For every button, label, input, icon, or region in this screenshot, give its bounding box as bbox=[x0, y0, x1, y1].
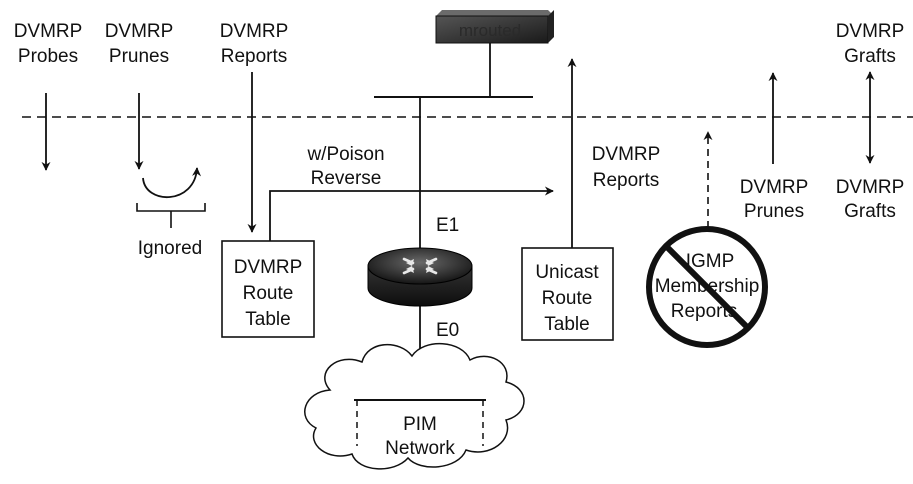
svg-text:Table: Table bbox=[544, 314, 589, 335]
unicast-route-table-label: Unicast Route Table bbox=[535, 262, 599, 335]
dvmrp-grafts-out-label: DVMRP Grafts bbox=[836, 177, 905, 222]
dvmrp-prunes-out-label: DVMRP Prunes bbox=[740, 177, 809, 222]
svg-text:Route: Route bbox=[542, 288, 593, 309]
mrouted-host: mrouted bbox=[435, 10, 554, 44]
dvmrp-reports-out-label: DVMRP Reports bbox=[592, 144, 661, 191]
dvmrp-route-table-box bbox=[221, 240, 315, 338]
router-icon bbox=[367, 247, 473, 307]
svg-text:DVMRP: DVMRP bbox=[105, 21, 174, 42]
svg-text:Reports: Reports bbox=[221, 46, 288, 67]
dvmrp-probes-label: DVMRP Probes bbox=[14, 21, 83, 67]
dvmrp-reports-in-label: DVMRP Reports bbox=[220, 21, 289, 67]
svg-text:PIM: PIM bbox=[403, 414, 437, 435]
svg-text:IGMP: IGMP bbox=[686, 251, 735, 272]
ignored-label: Ignored bbox=[138, 238, 202, 259]
svg-text:Reports: Reports bbox=[671, 301, 738, 322]
poison-reverse-label: w/Poison Reverse bbox=[306, 144, 384, 189]
prohibited-icon bbox=[646, 226, 768, 348]
svg-text:Grafts: Grafts bbox=[844, 201, 896, 222]
svg-text:Unicast: Unicast bbox=[535, 262, 599, 283]
pim-cloud-icon bbox=[304, 343, 525, 470]
svg-text:DVMRP: DVMRP bbox=[740, 177, 809, 198]
svg-text:Table: Table bbox=[245, 309, 290, 330]
dvmrp-route-table-label: DVMRP Route Table bbox=[234, 257, 303, 330]
svg-text:Reports: Reports bbox=[593, 170, 660, 191]
svg-text:DVMRP: DVMRP bbox=[836, 177, 905, 198]
svg-text:Reverse: Reverse bbox=[311, 168, 382, 189]
ignore-turnaround-arrow bbox=[142, 167, 202, 199]
pim-network-label: PIM Network bbox=[385, 414, 455, 459]
e0-label: E0 bbox=[436, 320, 459, 341]
dvmrp-prunes-in-label: DVMRP Prunes bbox=[105, 21, 174, 67]
svg-text:DVMRP: DVMRP bbox=[220, 21, 289, 42]
svg-text:Network: Network bbox=[385, 438, 455, 459]
svg-text:DVMRP: DVMRP bbox=[14, 21, 83, 42]
svg-text:Prunes: Prunes bbox=[109, 46, 169, 67]
poison-reverse-arrow bbox=[269, 186, 554, 241]
svg-text:DVMRP: DVMRP bbox=[592, 144, 661, 165]
dvmrp-grafts-top-label: DVMRP Grafts bbox=[836, 21, 905, 67]
e1-label: E1 bbox=[436, 215, 459, 236]
svg-text:DVMRP: DVMRP bbox=[234, 257, 303, 278]
mrouted-label: mrouted bbox=[459, 21, 521, 40]
svg-text:Grafts: Grafts bbox=[844, 46, 896, 67]
ignored-bracket bbox=[136, 203, 206, 228]
svg-text:DVMRP: DVMRP bbox=[836, 21, 905, 42]
unicast-route-table-box bbox=[521, 247, 614, 341]
svg-text:Probes: Probes bbox=[18, 46, 78, 67]
svg-text:Route: Route bbox=[243, 283, 294, 304]
svg-text:w/Poison: w/Poison bbox=[306, 144, 384, 165]
svg-text:Prunes: Prunes bbox=[744, 201, 804, 222]
